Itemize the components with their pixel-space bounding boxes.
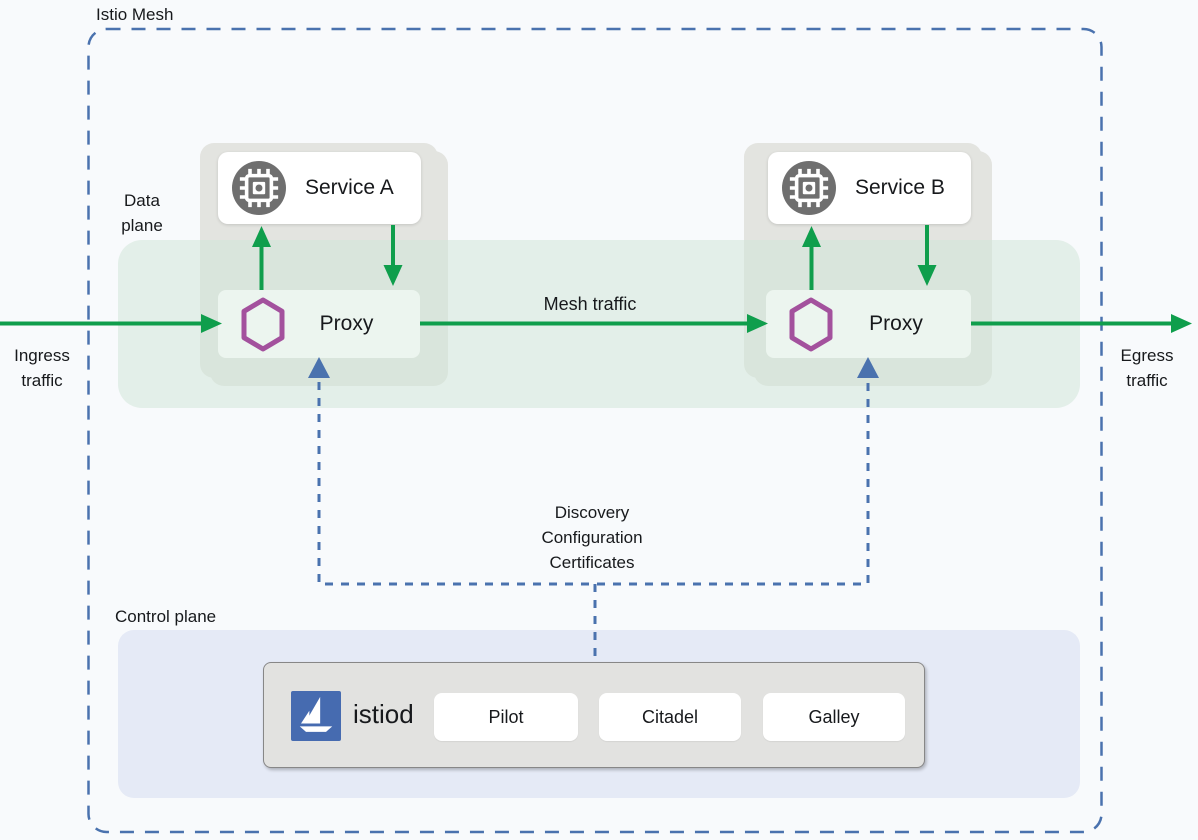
egress-traffic-label: Egress traffic	[1104, 343, 1190, 393]
control-channel-label: Discovery Configuration Certificates	[502, 500, 682, 575]
service-a-card: Service A	[218, 152, 421, 224]
service-b-card: Service B	[768, 152, 971, 224]
ingress-label-line2: traffic	[21, 371, 63, 390]
data-plane-label-line2: plane	[121, 216, 163, 235]
control-channel-line3: Certificates	[549, 553, 635, 572]
mesh-traffic-label: Mesh traffic	[543, 294, 637, 314]
istiod-box: istiod Pilot Citadel Galley	[263, 662, 925, 768]
egress-arrowhead	[1171, 314, 1192, 333]
ingress-traffic-label: Ingress traffic	[0, 343, 84, 393]
envoy-hexagon-icon	[241, 297, 285, 351]
service-b-label: Service B	[855, 176, 945, 199]
envoy-hexagon-icon	[789, 297, 833, 351]
citadel-component: Citadel	[599, 693, 741, 741]
proxy-a-box: Proxy	[218, 290, 420, 358]
proxy-a-label: Proxy	[319, 312, 374, 335]
control-channel-line2: Configuration	[541, 528, 643, 547]
proxy-b-box: Proxy	[766, 290, 971, 358]
pilot-component: Pilot	[434, 693, 578, 741]
data-plane-label: Data plane	[102, 188, 182, 238]
microchip-icon	[232, 161, 286, 215]
ingress-label-line1: Ingress	[14, 346, 70, 365]
microchip-icon	[782, 161, 836, 215]
data-plane-label-line1: Data	[124, 191, 160, 210]
istiod-label: istiod	[353, 699, 414, 729]
egress-label-line2: traffic	[1126, 371, 1168, 390]
control-channel-line1: Discovery	[554, 503, 630, 522]
control-plane-label: Control plane	[115, 607, 217, 626]
mesh-title: Istio Mesh	[96, 5, 174, 24]
galley-component: Galley	[763, 693, 905, 741]
service-a-label: Service A	[305, 176, 394, 199]
istio-sailboat-logo	[291, 691, 341, 741]
egress-label-line1: Egress	[1120, 346, 1174, 365]
proxy-b-label: Proxy	[869, 312, 923, 335]
